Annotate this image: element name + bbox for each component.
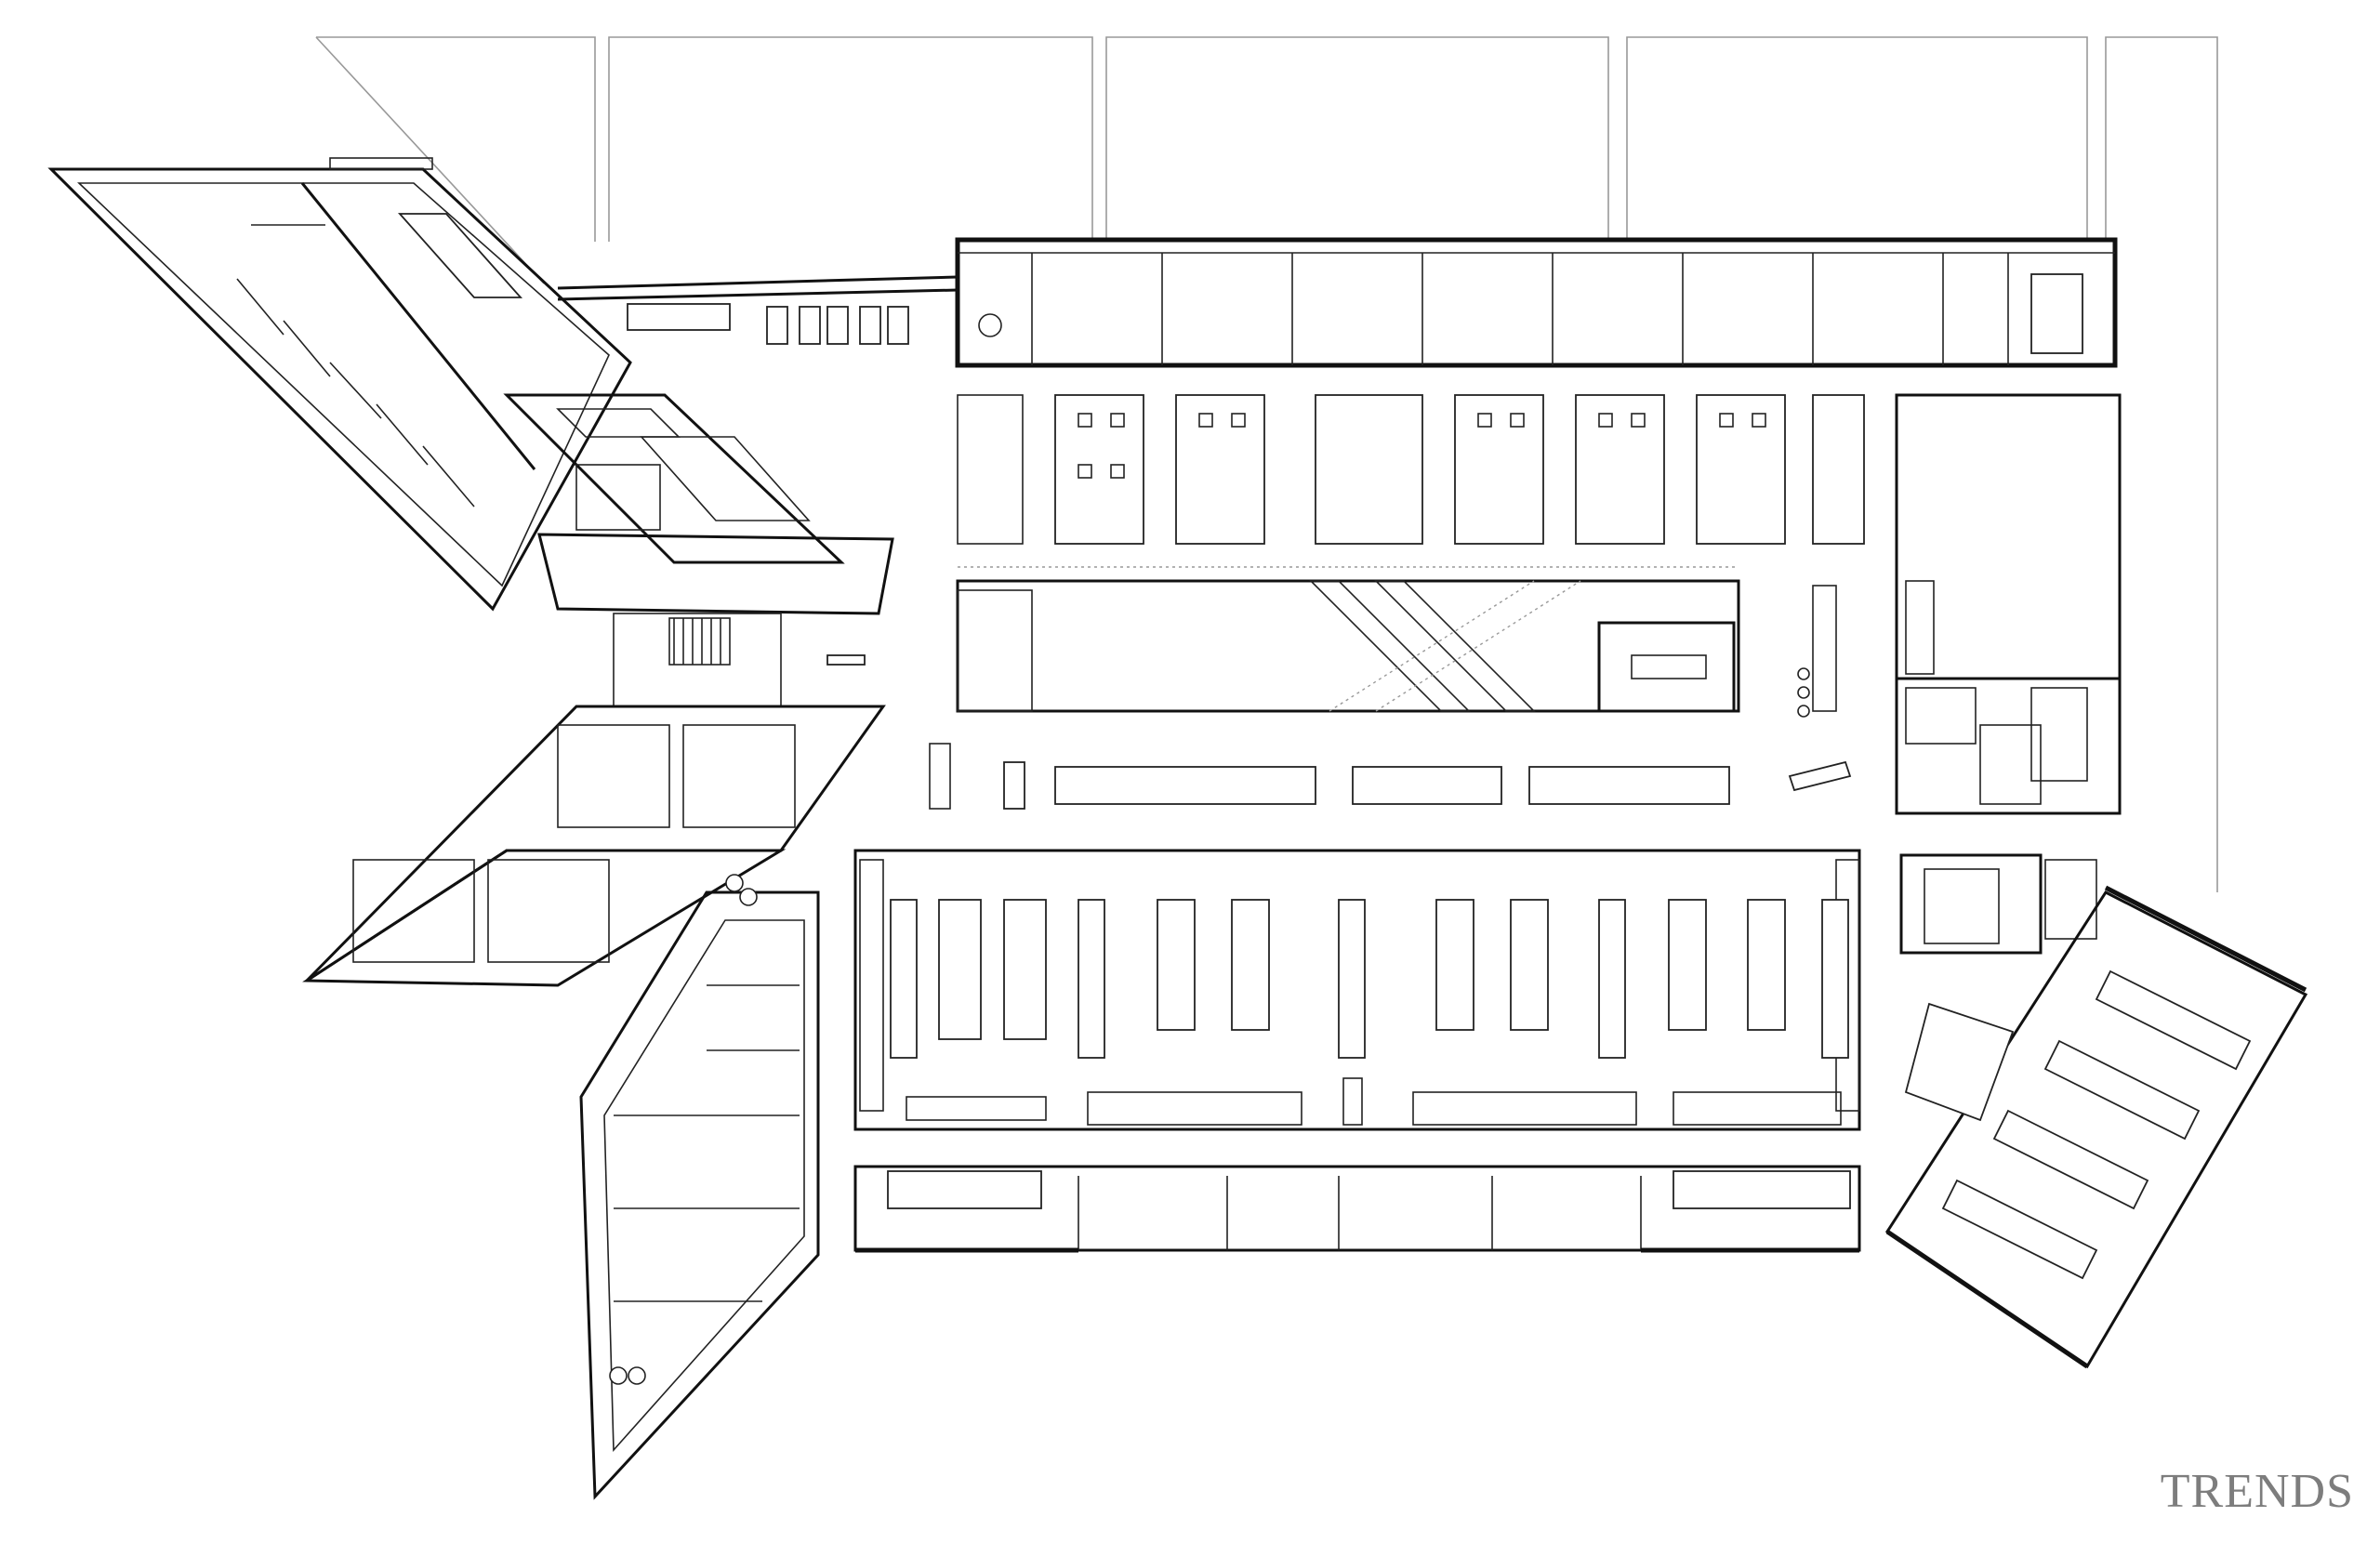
east-rotated-wing xyxy=(1884,885,2308,1369)
north-corridor xyxy=(557,275,959,345)
central-core-diamond xyxy=(503,393,894,615)
middle-left-wing xyxy=(302,705,886,987)
stair-tower xyxy=(613,613,866,707)
south-office-strip xyxy=(853,1165,1861,1253)
trends-watermark: TRENDS xyxy=(2160,1465,2354,1518)
furniture-chairs xyxy=(609,313,1766,1385)
lower-hall xyxy=(853,849,1861,1131)
open-workstations xyxy=(957,394,1865,545)
atrium xyxy=(956,566,1837,718)
bench-desks xyxy=(929,743,1852,810)
lower-left-wing xyxy=(579,890,820,1500)
upper-left-wing xyxy=(47,157,632,612)
north-office-strip xyxy=(955,237,2118,368)
site-boundary-lines xyxy=(315,36,2218,892)
east-core xyxy=(1895,393,2122,955)
